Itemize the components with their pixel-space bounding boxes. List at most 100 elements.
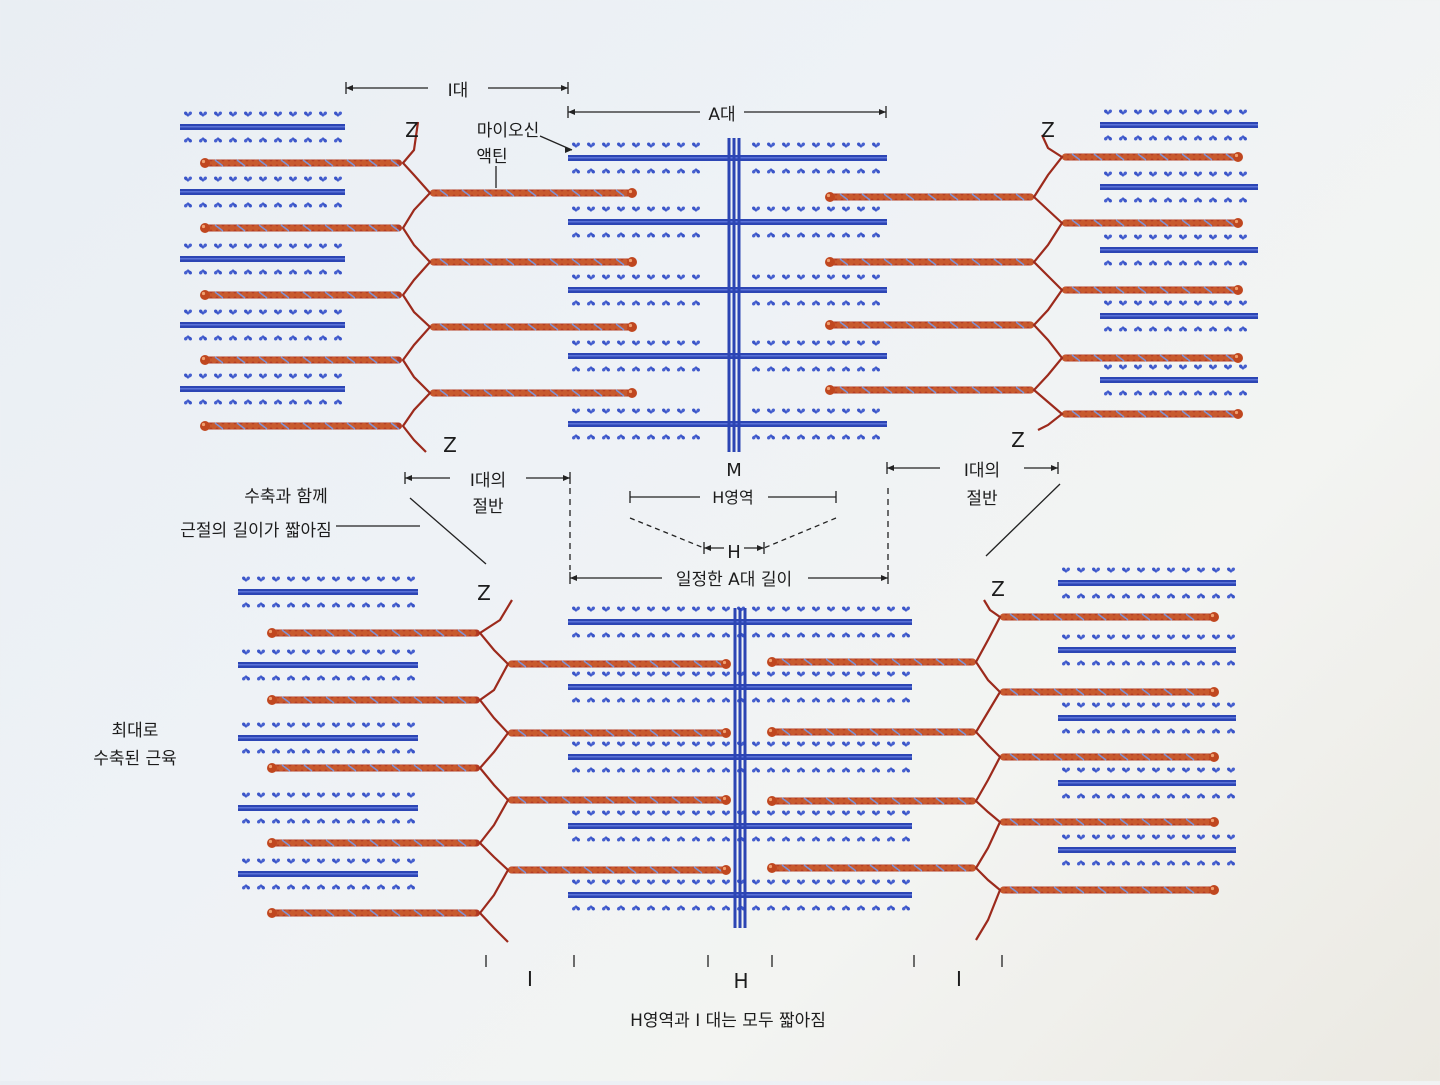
z-line-label-top-right-upper: Z: [1041, 118, 1055, 142]
actin-filament: [429, 188, 637, 198]
z-line-label-bottom-right: Z: [991, 577, 1005, 601]
myosin-filament: [1058, 702, 1236, 734]
myosin-filament: [1100, 109, 1258, 141]
arrow-head: [570, 575, 577, 581]
actin-filament: [999, 817, 1219, 827]
actin-filament: [200, 421, 402, 431]
contracted-label-line1: 최대로: [112, 721, 159, 741]
myosin-filament: [180, 243, 345, 275]
half-i-band-right-line2: 절반: [966, 489, 998, 509]
actin-filament: [767, 796, 977, 806]
actin-filament: [200, 290, 402, 300]
actin-filament: [200, 355, 402, 365]
z-disc: [974, 599, 1002, 941]
arrow-head: [346, 85, 353, 91]
actin-filament: [767, 657, 977, 667]
h-zone-label: H영역: [712, 488, 753, 507]
myosin-filament: [1100, 171, 1258, 203]
z-disc: [478, 599, 513, 943]
m-line: [733, 608, 747, 928]
actin-filament: [200, 223, 402, 233]
half-i-band-left-line1: I대의: [470, 471, 506, 491]
actin-filament: [429, 322, 637, 332]
i-label-bottom-left: I: [527, 967, 533, 991]
myosin-filament: [1058, 767, 1236, 799]
myosin-filament: [1100, 234, 1258, 266]
arrow-head: [879, 109, 886, 115]
actin-filament: [1061, 285, 1243, 295]
actin-filament: [267, 695, 480, 705]
actin-filament: [825, 192, 1035, 202]
actin-filament: [267, 763, 480, 773]
myosin-filament: [180, 373, 345, 405]
arrow-head: [561, 85, 568, 91]
myosin-filament: [1058, 567, 1236, 599]
actin-filament: [507, 865, 731, 875]
actin-filament: [999, 687, 1219, 697]
myosin-filament: [238, 858, 418, 890]
myosin-filament: [238, 649, 418, 681]
arrow-head: [568, 109, 575, 115]
a-band-label: A대: [708, 105, 735, 125]
arrow-head: [887, 465, 894, 471]
annotation-line: [409, 497, 487, 565]
actin-label: 액틴: [476, 147, 507, 167]
actin-filament: [767, 863, 977, 873]
actin-filament: [1061, 353, 1243, 363]
myosin-filament: [180, 176, 345, 208]
myosin-label: 마이오신: [477, 121, 540, 141]
filament-structures: [180, 109, 1258, 943]
i-band-label: I대: [448, 81, 469, 101]
actin-filament: [1061, 409, 1243, 419]
actin-filament: [825, 385, 1035, 395]
h-label-middle: H: [727, 542, 741, 563]
actin-filament: [825, 257, 1035, 267]
z-line-label-top-left-upper: Z: [405, 118, 419, 142]
caption: H영역과 I 대는 모두 짧아짐: [630, 1011, 826, 1031]
annotation-line: [763, 517, 837, 549]
arrow-head: [405, 475, 412, 481]
z-disc: [401, 121, 432, 453]
actin-filament: [999, 752, 1219, 762]
actin-filament: [429, 257, 637, 267]
half-i-band-right-line1: I대의: [964, 461, 1000, 481]
actin-filament: [507, 728, 731, 738]
constant-a-band-label: 일정한 A대 길이: [676, 570, 792, 590]
arrow-head: [881, 575, 888, 581]
myosin-filament: [238, 576, 418, 608]
actin-filament: [200, 158, 402, 168]
shortening-label-line1: 수축과 함께: [244, 487, 328, 507]
actin-filament: [1061, 152, 1243, 162]
actin-filament: [1061, 218, 1243, 228]
myosin-filament: [1058, 634, 1236, 666]
shortening-label-line2: 근절의 길이가 짧아짐: [180, 521, 332, 541]
actin-filament: [267, 838, 480, 848]
arrow-head: [565, 147, 572, 153]
actin-filament: [267, 628, 480, 638]
arrow-head: [757, 545, 764, 551]
annotation-line: [629, 517, 705, 549]
actin-filament: [507, 659, 731, 669]
m-line-label: M: [726, 460, 742, 481]
m-line: [727, 138, 741, 452]
actin-filament: [999, 612, 1219, 622]
myosin-filament: [1100, 364, 1258, 396]
contracted-label-line2: 수축된 근육: [93, 749, 177, 769]
annotation-lines: [336, 82, 1061, 967]
z-line-label-top-right-lower: Z: [1011, 428, 1025, 452]
arrow-head: [1051, 465, 1058, 471]
myosin-filament: [238, 792, 418, 824]
actin-filament: [767, 727, 977, 737]
actin-filament: [267, 908, 480, 918]
myosin-filament: [180, 111, 345, 143]
z-line-label-bottom-left: Z: [477, 581, 491, 605]
actin-filament: [825, 320, 1035, 330]
h-label-bottom: H: [733, 969, 748, 993]
myosin-filament: [1058, 834, 1236, 866]
i-label-bottom-right: I: [956, 967, 962, 991]
annotation-line: [985, 483, 1061, 557]
actin-filament: [999, 885, 1219, 895]
annotation-line: [539, 135, 573, 151]
